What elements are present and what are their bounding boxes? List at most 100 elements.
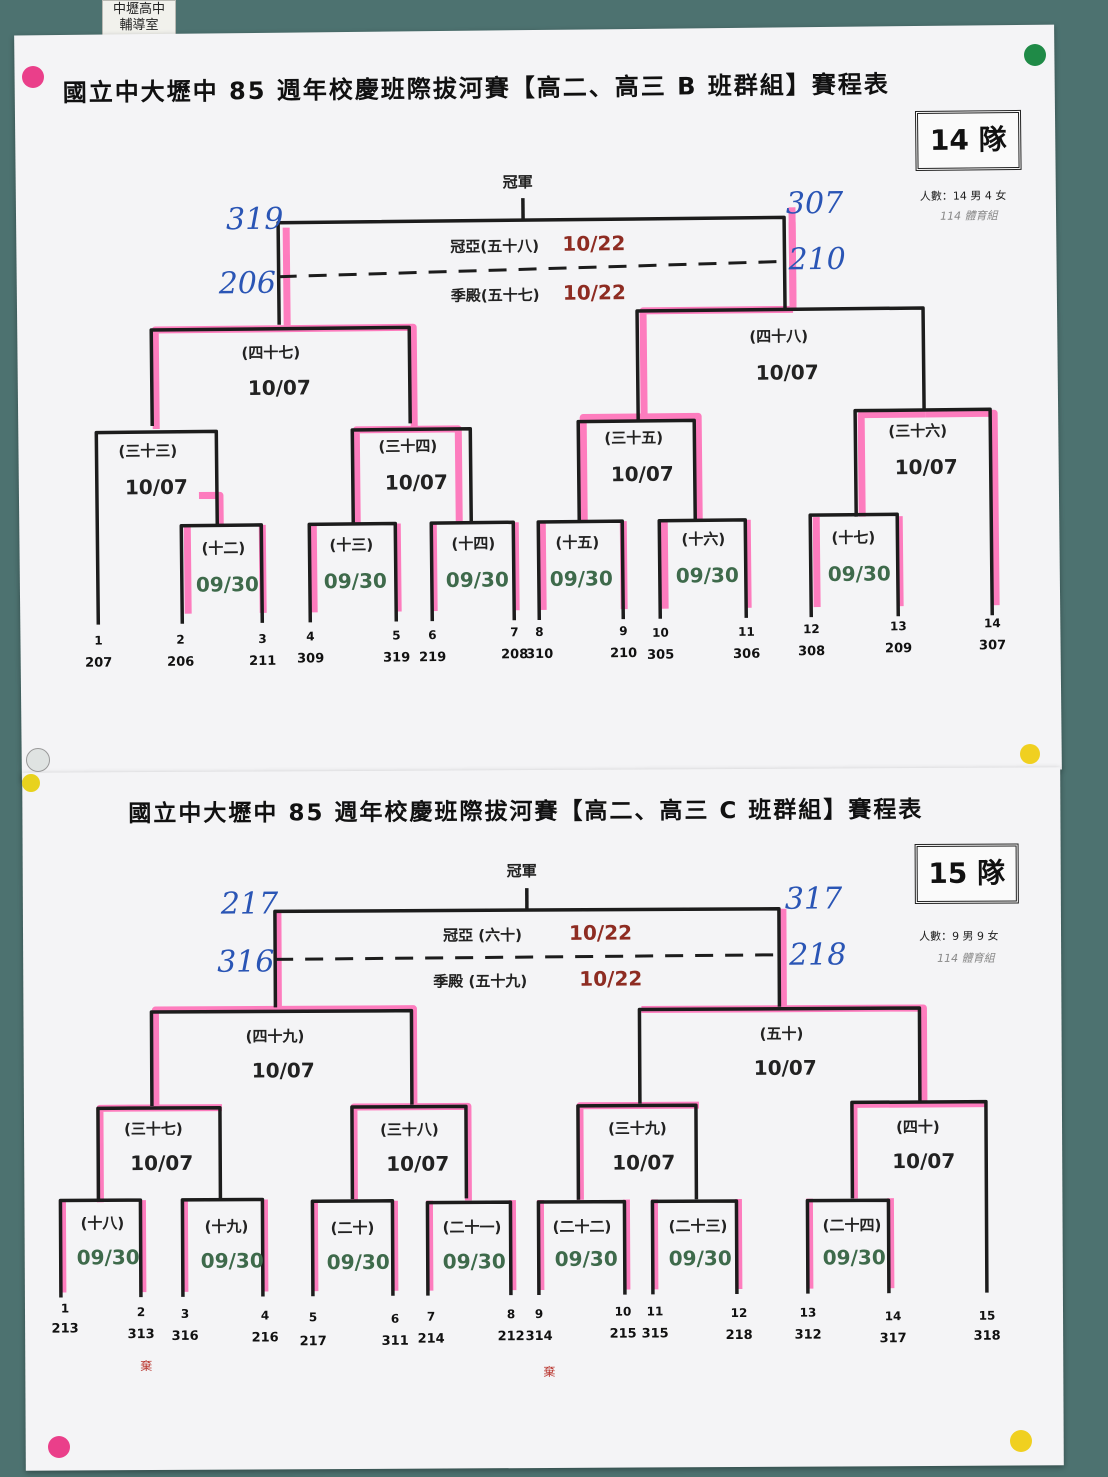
sheet-b-r1-4-date: 09/30 bbox=[550, 566, 613, 591]
seed-number: 14 bbox=[984, 616, 1001, 630]
sheet-b-semi-2-date: 10/07 bbox=[756, 360, 819, 385]
seed-class: 219 bbox=[419, 650, 446, 665]
sheet-c-r1-1-date: 09/30 bbox=[77, 1245, 140, 1269]
green-pin-icon bbox=[1024, 44, 1046, 66]
sheet-c-semi-1-code: (四十九) bbox=[246, 1027, 305, 1045]
sheet-b-qf-3-code: (三十五) bbox=[604, 429, 663, 448]
seed-number: 4 bbox=[306, 629, 315, 643]
sheet-c-semi-1-date: 10/07 bbox=[252, 1058, 315, 1082]
sheet-b-final-date: 10/22 bbox=[562, 231, 625, 256]
seed-class: 309 bbox=[297, 651, 324, 666]
sheet-c-final-date: 10/22 bbox=[569, 921, 632, 945]
sheet-c-r1-5-date: 09/30 bbox=[555, 1247, 618, 1271]
seed-class: 307 bbox=[979, 638, 1006, 653]
sheet-b-r1-6-date: 09/30 bbox=[828, 561, 891, 586]
seed-number: 7 bbox=[510, 625, 519, 639]
yellow-pin-icon bbox=[1010, 1430, 1032, 1452]
yellow-pin-icon bbox=[22, 774, 40, 792]
sheet-c-r1-7-date: 09/30 bbox=[823, 1245, 886, 1269]
seed-class: 314 bbox=[526, 1329, 553, 1344]
sheet-b-third-code: 季殿(五十七) bbox=[451, 286, 540, 305]
sheet-c-hand-left-top: 217 bbox=[220, 886, 279, 921]
seed-class: 209 bbox=[885, 641, 912, 656]
sheet-c-forfeit-note-1: 棄 bbox=[140, 1358, 152, 1373]
sheet-c-qf-1-date: 10/07 bbox=[130, 1151, 193, 1175]
sheet-b-r1-3-code: (十四) bbox=[451, 534, 495, 552]
sheet-b-semi-2-code: (四十八) bbox=[749, 327, 808, 346]
seed-number: 1 bbox=[61, 1301, 69, 1315]
clear-pin-icon bbox=[26, 748, 50, 772]
sheet-c-final-code: 冠亞 (六十) bbox=[443, 926, 522, 944]
sheet-c-r1-6-code: (二十三) bbox=[669, 1217, 728, 1235]
sheet-b-semi-1-code: (四十七) bbox=[241, 343, 300, 362]
sheet-c-r1-3-date: 09/30 bbox=[327, 1250, 390, 1274]
sheet-b-bracket-lines bbox=[94, 198, 995, 625]
corner-sign-line2: 輔導室 bbox=[119, 18, 159, 33]
seed-class: 215 bbox=[610, 1327, 637, 1342]
seed-class: 305 bbox=[647, 648, 674, 663]
bracket-sheet-b: 國立中大壢中 85 週年校慶班際拔河賽【高二、高三 B 班群組】賽程表 14 隊… bbox=[14, 24, 1062, 781]
seed-number: 7 bbox=[427, 1310, 435, 1324]
sheet-c-seed-labels: 1213231333164216521763117214821293141021… bbox=[51, 1301, 1001, 1349]
seed-number: 5 bbox=[309, 1310, 317, 1324]
seed-number: 2 bbox=[176, 633, 185, 647]
sheet-b-r1-3-date: 09/30 bbox=[446, 567, 509, 592]
sheet-c-r1-4-code: (二十一) bbox=[443, 1218, 502, 1236]
sheet-b-bracket: 冠軍 冠亞(五十八) 10/22 季殿(五十七) 10/22 319 206 3… bbox=[85, 173, 1006, 671]
seed-class: 217 bbox=[300, 1334, 327, 1349]
sheet-b-r1-2-date: 09/30 bbox=[324, 569, 387, 594]
corner-sign-line1: 中壢高中 bbox=[112, 2, 165, 17]
sheet-c-r1-2-code: (十九) bbox=[205, 1218, 249, 1236]
sheet-c-r1-1-code: (十八) bbox=[80, 1214, 124, 1232]
sheet-b-final-code: 冠亞(五十八) bbox=[450, 237, 539, 256]
sheet-b-qf-4-code: (三十六) bbox=[888, 422, 947, 441]
seed-class: 211 bbox=[249, 654, 276, 669]
sheet-b-qf-2-date: 10/07 bbox=[385, 470, 448, 495]
seed-number: 13 bbox=[800, 1306, 817, 1320]
sheet-c-semi-2-code: (五十) bbox=[760, 1025, 804, 1043]
seed-number: 3 bbox=[258, 632, 267, 646]
bracket-sheet-c: 國立中大壢中 85 週年校慶班際拔河賽【高二、高三 C 班群組】賽程表 15 隊… bbox=[22, 767, 1064, 1471]
sheet-c-first-round: (十八) 09/30 (十九) 09/30 (二十) 09/30 (二十一) 0… bbox=[77, 1214, 886, 1274]
sheet-c-hand-right-bottom: 218 bbox=[788, 937, 846, 972]
sheet-b-qf-1-code: (三十三) bbox=[118, 442, 177, 461]
sheet-c-qf-3-code: (三十九) bbox=[608, 1119, 667, 1137]
sheet-c-qf-4-date: 10/07 bbox=[892, 1149, 955, 1173]
sheet-b-semi-1-date: 10/07 bbox=[248, 375, 311, 400]
sheet-c-qf-2-date: 10/07 bbox=[386, 1151, 449, 1175]
sheet-c-hand-left-bottom: 316 bbox=[217, 944, 274, 979]
seed-number: 8 bbox=[507, 1307, 515, 1321]
seed-number: 12 bbox=[731, 1306, 748, 1320]
sheet-b-qf-3-date: 10/07 bbox=[611, 462, 674, 487]
sheet-c-third-code: 季殿 (五十九) bbox=[433, 972, 527, 990]
seed-class: 306 bbox=[733, 647, 760, 662]
seed-number: 12 bbox=[803, 622, 820, 636]
seed-number: 13 bbox=[890, 619, 907, 633]
seed-number: 2 bbox=[137, 1305, 145, 1319]
seed-class: 218 bbox=[726, 1328, 753, 1343]
sheet-c-r1-5-code: (二十二) bbox=[553, 1218, 612, 1236]
sheet-c-highlight-paths bbox=[58, 908, 986, 1293]
sheet-b-r1-5-date: 09/30 bbox=[676, 563, 739, 588]
seed-class: 312 bbox=[795, 1328, 822, 1343]
sheet-b-qf-1-date: 10/07 bbox=[125, 475, 188, 500]
sheet-b-r1-2-code: (十三) bbox=[329, 536, 373, 554]
seed-class: 311 bbox=[382, 1334, 409, 1349]
sheet-b-r1-4-code: (十五) bbox=[555, 533, 599, 551]
seed-class: 206 bbox=[167, 655, 194, 670]
seed-class: 316 bbox=[172, 1329, 199, 1344]
sheet-b-hand-right-bottom: 210 bbox=[787, 242, 846, 278]
yellow-pin-icon bbox=[1020, 744, 1040, 764]
seed-number: 4 bbox=[261, 1308, 269, 1322]
sheet-b-third-date: 10/22 bbox=[563, 280, 626, 305]
seed-number: 9 bbox=[619, 624, 628, 638]
sheet-c-r1-6-date: 09/30 bbox=[669, 1246, 732, 1270]
sheet-b-qf-2-code: (三十四) bbox=[378, 437, 437, 456]
corner-sign: 中壢高中 輔導室 bbox=[102, 0, 176, 36]
seed-class: 318 bbox=[974, 1329, 1001, 1344]
sheet-c-bracket-lines bbox=[58, 888, 989, 1298]
seed-class: 313 bbox=[128, 1327, 155, 1342]
sheet-c-qf-2-code: (三十八) bbox=[380, 1121, 439, 1139]
sheet-b-hand-left-bottom: 206 bbox=[218, 266, 277, 302]
sheet-c-r1-4-date: 09/30 bbox=[443, 1249, 506, 1273]
